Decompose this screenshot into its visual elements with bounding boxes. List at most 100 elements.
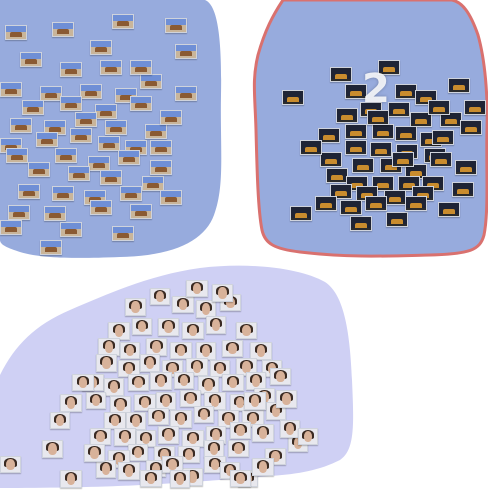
portrait-thumbnail[interactable]: [204, 392, 226, 410]
landmark-thumbnail[interactable]: [6, 148, 28, 163]
landmark-thumbnail[interactable]: [5, 25, 27, 40]
landmark-thumbnail[interactable]: [405, 196, 427, 211]
portrait-thumbnail[interactable]: [128, 444, 148, 461]
landmark-thumbnail[interactable]: [55, 148, 77, 163]
landmark-thumbnail[interactable]: [160, 110, 182, 125]
portrait-thumbnail[interactable]: [172, 296, 194, 313]
portrait-thumbnail[interactable]: [96, 354, 117, 372]
portrait-thumbnail[interactable]: [182, 322, 204, 339]
landmark-thumbnail[interactable]: [175, 86, 197, 101]
landmark-thumbnail[interactable]: [118, 150, 140, 165]
landmark-thumbnail[interactable]: [365, 196, 387, 211]
portrait-thumbnail[interactable]: [60, 470, 82, 488]
landmark-thumbnail[interactable]: [100, 170, 122, 185]
landmark-thumbnail[interactable]: [440, 112, 462, 127]
landmark-thumbnail[interactable]: [370, 142, 392, 157]
landmark-thumbnail[interactable]: [175, 44, 197, 59]
landmark-thumbnail[interactable]: [330, 184, 352, 199]
portrait-thumbnail[interactable]: [178, 446, 200, 463]
landmark-thumbnail[interactable]: [142, 176, 164, 191]
portrait-thumbnail[interactable]: [222, 374, 244, 391]
landmark-thumbnail[interactable]: [378, 60, 400, 75]
portrait-thumbnail[interactable]: [244, 392, 266, 410]
landmark-thumbnail[interactable]: [326, 168, 348, 183]
landmark-thumbnail[interactable]: [336, 108, 358, 123]
portrait-thumbnail[interactable]: [134, 394, 156, 411]
landmark-thumbnail[interactable]: [395, 84, 417, 99]
landmark-thumbnail[interactable]: [112, 14, 134, 29]
portrait-thumbnail[interactable]: [146, 338, 167, 356]
landmark-thumbnail[interactable]: [448, 78, 470, 93]
portrait-thumbnail[interactable]: [118, 360, 140, 377]
portrait-thumbnail[interactable]: [104, 378, 124, 396]
landmark-thumbnail[interactable]: [384, 190, 406, 205]
portrait-thumbnail[interactable]: [174, 372, 194, 389]
landmark-thumbnail[interactable]: [455, 160, 477, 175]
landmark-thumbnail[interactable]: [372, 124, 394, 139]
landmark-thumbnail[interactable]: [410, 112, 432, 127]
landmark-thumbnail[interactable]: [75, 112, 97, 127]
landmark-thumbnail[interactable]: [165, 18, 187, 33]
portrait-thumbnail[interactable]: [90, 428, 111, 445]
portrait-thumbnail[interactable]: [230, 470, 251, 487]
landmark-thumbnail[interactable]: [112, 226, 134, 241]
landmark-thumbnail[interactable]: [352, 158, 374, 173]
portrait-thumbnail[interactable]: [206, 316, 226, 334]
portrait-thumbnail[interactable]: [132, 318, 152, 335]
landmark-thumbnail[interactable]: [28, 162, 50, 177]
landmark-thumbnail[interactable]: [290, 206, 312, 221]
landmark-thumbnail[interactable]: [130, 204, 152, 219]
landmark-thumbnail[interactable]: [40, 86, 62, 101]
landmark-thumbnail[interactable]: [8, 205, 30, 220]
portrait-thumbnail[interactable]: [118, 462, 140, 480]
portrait-thumbnail[interactable]: [150, 372, 172, 390]
landmark-thumbnail[interactable]: [345, 140, 367, 155]
landmark-thumbnail[interactable]: [150, 140, 172, 155]
portrait-thumbnail[interactable]: [270, 368, 291, 385]
landmark-thumbnail[interactable]: [392, 152, 414, 167]
portrait-thumbnail[interactable]: [180, 390, 201, 407]
landmark-thumbnail[interactable]: [145, 124, 167, 139]
landmark-thumbnail[interactable]: [60, 62, 82, 77]
portrait-thumbnail[interactable]: [50, 412, 70, 429]
landmark-thumbnail[interactable]: [345, 84, 367, 99]
portrait-thumbnail[interactable]: [128, 374, 149, 391]
portrait-thumbnail[interactable]: [276, 390, 297, 408]
landmark-thumbnail[interactable]: [452, 182, 474, 197]
landmark-thumbnail[interactable]: [388, 102, 410, 117]
landmark-thumbnail[interactable]: [60, 222, 82, 237]
portrait-thumbnail[interactable]: [158, 426, 179, 444]
portrait-thumbnail[interactable]: [60, 394, 82, 412]
landmark-thumbnail[interactable]: [432, 130, 454, 145]
portrait-thumbnail[interactable]: [228, 440, 249, 457]
portrait-thumbnail[interactable]: [280, 420, 300, 438]
portrait-thumbnail[interactable]: [170, 410, 192, 428]
portrait-thumbnail[interactable]: [252, 424, 274, 442]
landmark-thumbnail[interactable]: [0, 82, 22, 97]
portrait-thumbnail[interactable]: [212, 284, 233, 302]
landmark-thumbnail[interactable]: [100, 60, 122, 75]
portrait-thumbnail[interactable]: [86, 392, 106, 409]
portrait-thumbnail[interactable]: [186, 280, 208, 297]
landmark-thumbnail[interactable]: [340, 200, 362, 215]
landmark-thumbnail[interactable]: [52, 186, 74, 201]
landmark-thumbnail[interactable]: [88, 156, 110, 171]
landmark-thumbnail[interactable]: [90, 200, 112, 215]
portrait-thumbnail[interactable]: [246, 372, 266, 390]
portrait-thumbnail[interactable]: [158, 318, 179, 336]
portrait-thumbnail[interactable]: [170, 342, 192, 359]
portrait-thumbnail[interactable]: [42, 440, 63, 458]
landmark-thumbnail[interactable]: [60, 96, 82, 111]
portrait-thumbnail[interactable]: [84, 444, 105, 462]
landmark-thumbnail[interactable]: [44, 206, 66, 221]
landmark-thumbnail[interactable]: [300, 140, 322, 155]
landmark-thumbnail[interactable]: [20, 52, 42, 67]
portrait-thumbnail[interactable]: [120, 342, 140, 359]
landmark-thumbnail[interactable]: [428, 100, 450, 115]
landmark-thumbnail[interactable]: [90, 40, 112, 55]
portrait-thumbnail[interactable]: [250, 342, 272, 360]
landmark-thumbnail[interactable]: [395, 126, 417, 141]
landmark-thumbnail[interactable]: [98, 136, 120, 151]
portrait-thumbnail[interactable]: [236, 322, 257, 339]
landmark-thumbnail[interactable]: [350, 216, 372, 231]
